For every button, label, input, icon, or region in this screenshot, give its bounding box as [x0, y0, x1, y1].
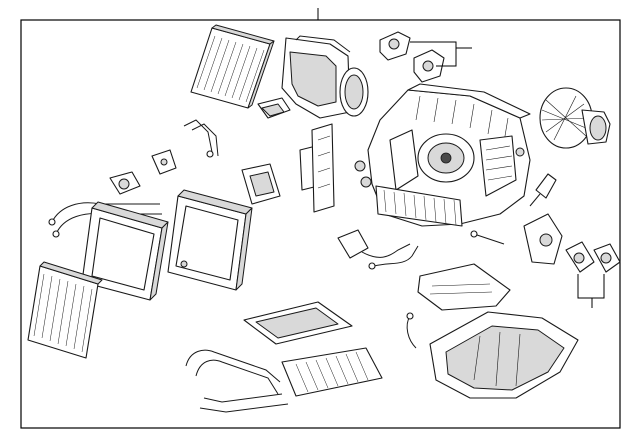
heater-core[interactable]	[167, 189, 253, 291]
clip-bracket[interactable]	[257, 97, 291, 119]
expansion-valve[interactable]	[109, 171, 141, 195]
cabin-filter-lower[interactable]	[27, 261, 103, 359]
lower-case[interactable]	[429, 311, 579, 399]
actuator-leader	[410, 41, 472, 67]
wiring-clips[interactable]	[299, 123, 335, 213]
cabin-air-filter[interactable]	[190, 24, 275, 109]
diagram-frame	[20, 19, 621, 429]
mode-door-assembly[interactable]	[523, 213, 563, 265]
filter-frame[interactable]	[243, 301, 353, 345]
recirculation-actuator[interactable]	[379, 31, 411, 61]
hvac-case-assembly[interactable]	[354, 83, 531, 227]
heater-core-lower[interactable]	[281, 347, 383, 397]
evaporator-core[interactable]	[81, 201, 169, 301]
duct-piece[interactable]	[417, 263, 511, 311]
heater-core-pipes[interactable]	[185, 349, 289, 413]
bracket-small[interactable]	[151, 149, 177, 175]
blend-door-actuator[interactable]	[529, 173, 557, 207]
mode-door-actuator[interactable]	[413, 49, 445, 83]
filter-cover[interactable]	[241, 163, 281, 205]
pipe-clips[interactable]	[183, 119, 219, 158]
blower-motor-resistor[interactable]	[337, 229, 411, 259]
temperature-actuators[interactable]	[565, 241, 621, 308]
wiring-harness[interactable]	[368, 245, 419, 270]
drain-tube[interactable]	[406, 312, 417, 349]
clip-right[interactable]	[470, 230, 505, 245]
blower-motor[interactable]	[539, 87, 611, 149]
blower-housing-upper[interactable]	[281, 35, 369, 119]
